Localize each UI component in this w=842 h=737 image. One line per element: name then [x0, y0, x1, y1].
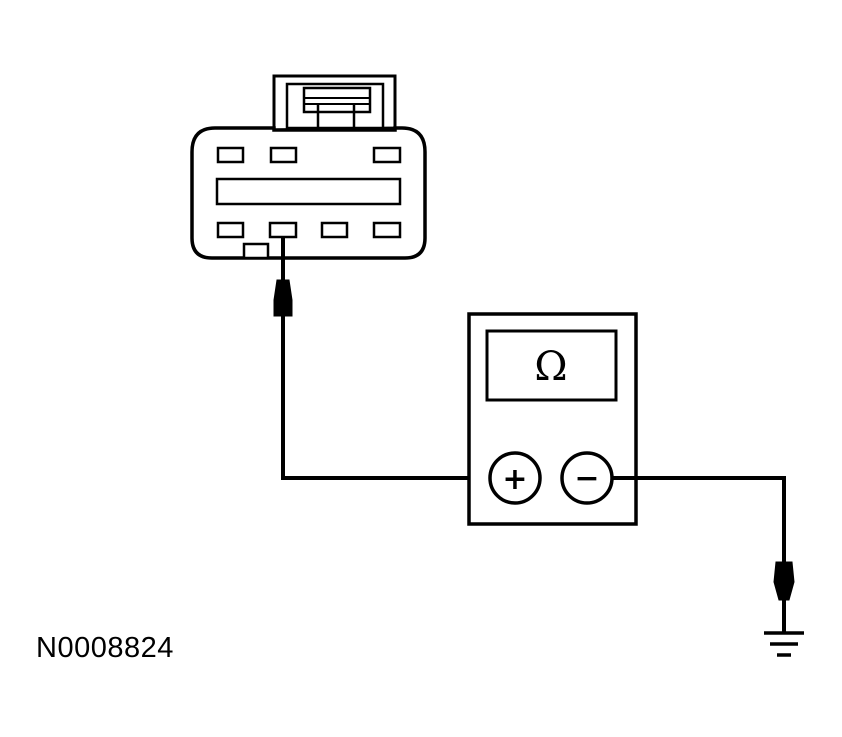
pin-cavity-bottom-3 — [320, 221, 349, 239]
pin-cavity-bottom-1 — [216, 221, 245, 239]
positive-test-lead — [273, 236, 490, 480]
pin-cavity-top-2 — [269, 146, 298, 164]
pin-cavity-bottom-4 — [372, 221, 402, 239]
positive-terminal-label: + — [502, 462, 527, 497]
negative-terminal-label: − — [574, 461, 599, 496]
positive-probe-tip — [273, 279, 293, 317]
connector-key-notch — [242, 242, 270, 260]
connector-center-slot — [215, 177, 402, 206]
negative-test-lead — [612, 476, 795, 632]
pin-cavity-bottom-2 — [268, 221, 298, 239]
positive-terminal — [488, 451, 542, 505]
multimeter: Ω + − — [467, 312, 638, 526]
pin-cavity-top-3 — [372, 146, 402, 164]
figure-id: N0008824 — [36, 632, 174, 664]
connector — [190, 74, 427, 260]
lock-tab-latch — [302, 86, 372, 114]
pin-cavity-top-1 — [216, 146, 245, 164]
multimeter-display — [485, 329, 618, 402]
negative-probe-tip — [773, 561, 795, 601]
ground-icon — [764, 631, 804, 657]
ohm-symbol: Ω — [534, 344, 567, 390]
